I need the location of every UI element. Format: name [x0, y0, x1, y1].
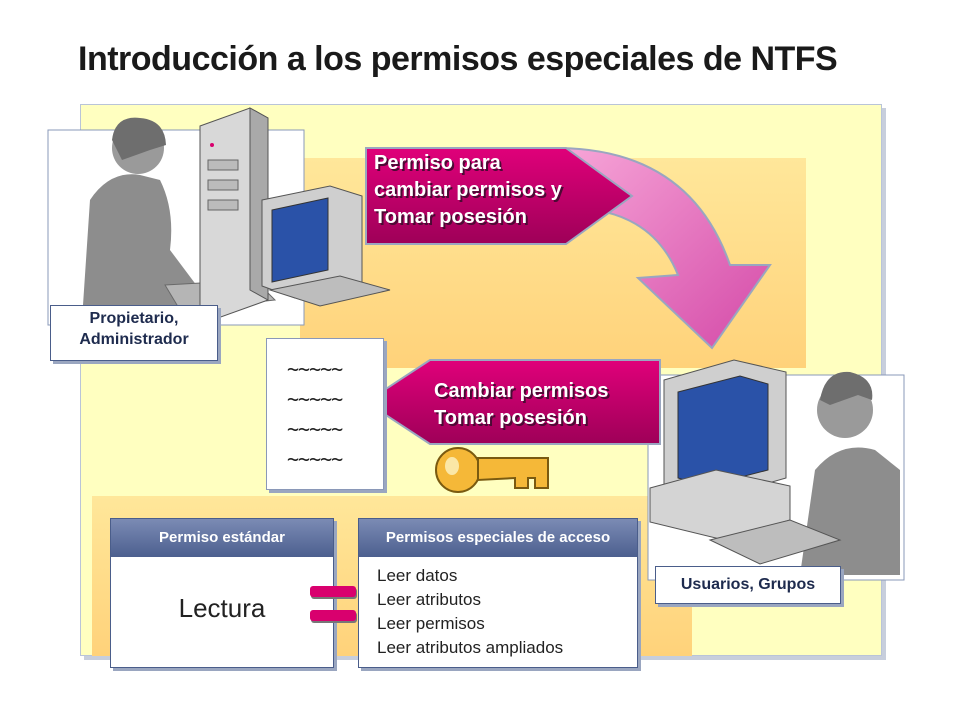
- owner-label: Propietario, Administrador: [50, 305, 218, 361]
- owner-monitor-icon: [261, 185, 391, 307]
- equals-sign-bottom: [310, 610, 356, 621]
- users-monitor-icon: [649, 359, 842, 565]
- equals-sign-top: [310, 586, 356, 597]
- list-item: Leer atributos ampliados: [377, 638, 564, 657]
- server-tower-icon: [199, 107, 269, 319]
- users-label: Usuarios, Grupos: [655, 566, 841, 604]
- owner-label-line-2: Administrador: [79, 331, 189, 348]
- special-permission-list: Leer datos Leer atributos Leer permisos …: [377, 564, 563, 660]
- standard-permission-header: Permiso estándar: [111, 519, 333, 557]
- list-item: Leer atributos: [377, 590, 481, 609]
- document-icon: ~~~~~ ~~~~~ ~~~~~ ~~~~~: [266, 338, 384, 490]
- list-item: Leer datos: [377, 566, 458, 585]
- top-arrow-text: Permiso para cambiar permisos y Tomar po…: [374, 152, 562, 228]
- standard-permission-value: Lectura: [178, 593, 266, 623]
- bottom-arrow-text: Cambiar permisos Tomar posesión: [434, 380, 609, 429]
- special-permission-header: Permisos especiales de acceso: [359, 519, 637, 557]
- list-item: Leer permisos: [377, 614, 485, 633]
- standard-permission-box: Permiso estándar Lectura: [110, 518, 334, 668]
- key-icon: [435, 447, 549, 493]
- top-permission-arrow: [365, 147, 634, 245]
- page-title: Introducción a los permisos especiales d…: [78, 40, 838, 78]
- special-permission-box: Permisos especiales de acceso Leer datos…: [358, 518, 638, 668]
- owner-label-line-1: Propietario,: [89, 310, 179, 327]
